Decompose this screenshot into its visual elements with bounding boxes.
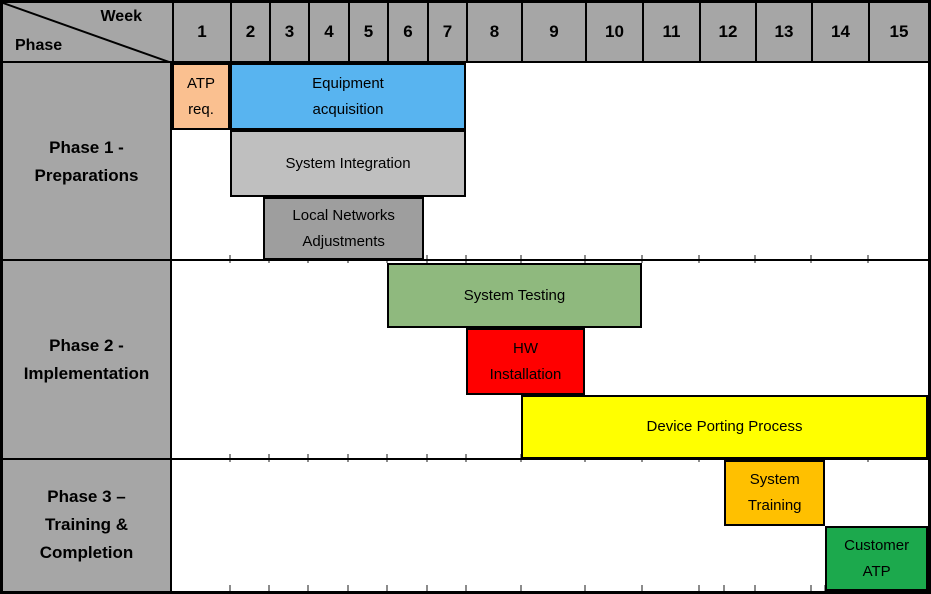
phase-label-line: Implementation — [23, 363, 150, 383]
grid-tick — [584, 585, 586, 591]
system-integration-bar: System Integration — [230, 130, 466, 197]
hw-installation-bar: HW Installation — [466, 328, 585, 395]
grid-tick — [723, 585, 726, 591]
week-header-9: 9 — [521, 3, 585, 63]
phase-label-3: Phase 3 – Training & Completion — [3, 459, 172, 591]
grid-tick — [698, 585, 700, 591]
week-header-13: 13 — [755, 3, 811, 63]
grid-tick — [754, 585, 756, 591]
week-header-3: 3 — [269, 3, 308, 63]
grid-tick — [386, 585, 388, 591]
task-label-line: HW — [513, 339, 538, 357]
phase-divider-line-1 — [3, 259, 928, 261]
week-header-4: 4 — [308, 3, 348, 63]
task-label-line: System Integration — [285, 154, 411, 172]
task-label-line: Training — [747, 497, 802, 514]
phase-label-line: Phase 3 – — [47, 487, 126, 506]
week-axis-title: Week — [100, 8, 142, 25]
grid-tick — [520, 585, 522, 591]
phase-axis-title: Phase — [15, 37, 63, 54]
week-header-7: 7 — [427, 3, 466, 63]
task-label-line: ATP — [862, 562, 891, 580]
phase-divider-line-2 — [3, 458, 928, 460]
phase-label-line: Completion — [39, 543, 134, 562]
task-label-line: System Testing — [463, 286, 566, 304]
task-label-line: Device Porting Process — [646, 418, 803, 435]
phase-label-1: Phase 1 - Preparations — [3, 63, 172, 260]
task-label-line: ATP — [186, 74, 216, 92]
week-header-5: 5 — [348, 3, 387, 63]
task-label-line: Equipment — [312, 74, 384, 92]
grid-tick — [810, 585, 812, 591]
phase-label-line: Training & — [44, 515, 129, 534]
week-header-15: 15 — [868, 3, 928, 63]
week-header-12: 12 — [699, 3, 755, 63]
phase-label-line: Preparations — [34, 165, 139, 185]
week-header-1: 1 — [172, 3, 230, 63]
grid-tick — [347, 585, 349, 591]
task-label-line: Installation — [489, 365, 562, 383]
week-header-10: 10 — [585, 3, 642, 63]
week-header-2: 2 — [230, 3, 269, 63]
task-label-line: System — [749, 471, 800, 488]
week-header-11: 11 — [642, 3, 699, 63]
phase-label-2: Phase 2 - Implementation — [3, 260, 172, 459]
device-porting-process-bar: Device Porting Process — [521, 395, 928, 459]
task-label-line: Customer — [844, 536, 910, 554]
task-label-line: req. — [188, 100, 214, 118]
task-label-line: acquisition — [312, 100, 384, 118]
week-header-8: 8 — [466, 3, 521, 63]
corner-header-cell: Week Phase — [3, 3, 172, 63]
system-testing-bar: System Testing — [387, 263, 642, 328]
grid-tick — [641, 585, 643, 591]
phase-label-line: Phase 2 - — [49, 335, 124, 355]
equipment-acquisition-bar: Equipment acquisition — [230, 63, 466, 130]
grid-tick — [426, 585, 428, 591]
grid-tick — [268, 585, 270, 591]
task-label-line: Local Networks — [292, 206, 395, 224]
grid-tick — [229, 585, 231, 591]
week-header-6: 6 — [387, 3, 427, 63]
week-header-14: 14 — [811, 3, 868, 63]
task-label-line: Adjustments — [302, 232, 385, 250]
phase-label-line: Phase 1 - — [49, 137, 124, 157]
atp-req-bar: ATP req. — [172, 63, 230, 130]
grid-tick — [465, 585, 467, 591]
grid-tick — [307, 585, 309, 591]
